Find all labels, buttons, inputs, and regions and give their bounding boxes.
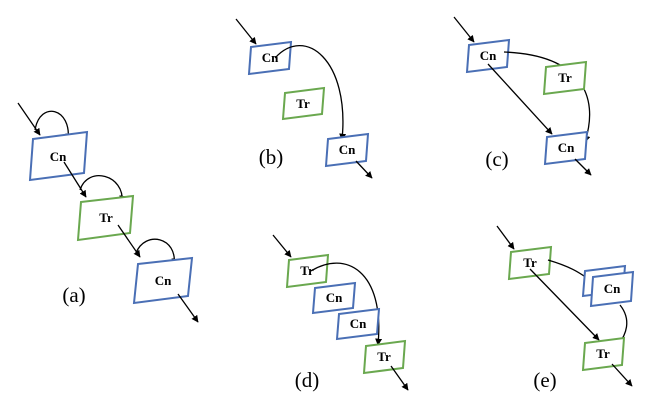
block-cn xyxy=(28,130,89,182)
block-label-tr: Tr xyxy=(558,70,572,85)
flow-arrow xyxy=(63,161,87,198)
block-label-tr: Tr xyxy=(523,255,537,270)
block-label-tr: Tr xyxy=(377,349,391,364)
flow-arrow xyxy=(272,234,292,258)
flow-arrow xyxy=(487,63,553,135)
panel-b: Cn Tr Cn (b) xyxy=(235,18,373,179)
flow-arrow xyxy=(611,363,633,387)
block-tr xyxy=(542,60,588,96)
block-cn xyxy=(465,38,511,74)
panel-e: Tr Cn Tr (e) xyxy=(496,225,635,392)
block-tr xyxy=(76,194,135,242)
block-tr xyxy=(281,86,326,121)
block-label-cn: Cn xyxy=(155,273,172,288)
block-label-cn: Cn xyxy=(350,316,367,331)
block-label-tr: Tr xyxy=(296,96,310,111)
block-label-tr: Tr xyxy=(300,263,314,278)
block-label-cn: Cn xyxy=(262,50,279,65)
panel-label-c: (c) xyxy=(485,147,508,171)
flow-arrow xyxy=(529,268,600,341)
bypass-arrow xyxy=(34,110,73,141)
block-cn xyxy=(324,132,370,168)
block-cn xyxy=(132,256,194,305)
panel-a: Cn Tr Cn (a) xyxy=(17,102,199,323)
panel-label-d: (d) xyxy=(295,368,320,392)
block-label-cn: Cn xyxy=(480,48,497,63)
flow-arrow xyxy=(177,293,199,323)
block-label-tr: Tr xyxy=(596,346,610,361)
block-cn xyxy=(589,270,635,308)
flow-arrow xyxy=(453,16,475,43)
flow-arrow xyxy=(574,158,592,176)
flow-arrow xyxy=(390,365,409,391)
flow-arrow xyxy=(235,18,257,45)
block-label-cn: Cn xyxy=(339,142,356,157)
block-cn xyxy=(311,281,357,315)
block-tr xyxy=(285,253,330,289)
panel-label-b: (b) xyxy=(259,145,284,169)
block-tr xyxy=(507,245,553,281)
panel-label-a: (a) xyxy=(62,283,85,307)
flow-arrow xyxy=(17,102,41,136)
bypass-arrow xyxy=(79,175,127,203)
block-label-cn: Cn xyxy=(558,140,575,155)
block-label-cn: Cn xyxy=(604,281,621,296)
block-cn xyxy=(247,40,293,76)
block-tr xyxy=(362,339,407,375)
flow-arrow xyxy=(496,225,515,250)
block-tr xyxy=(581,336,626,372)
bypass-arrow xyxy=(135,238,179,266)
block-label-cn: Cn xyxy=(326,290,343,305)
block-cn xyxy=(335,307,381,341)
panel-label-e: (e) xyxy=(533,368,556,392)
block-label-tr: Tr xyxy=(99,210,113,225)
flow-arrow xyxy=(355,160,373,179)
bypass-arrow xyxy=(274,45,347,141)
block-cn xyxy=(543,130,589,166)
panel-d: Tr Cn Cn Tr (d) xyxy=(272,234,409,392)
panel-c: Cn Tr Cn (c) xyxy=(453,16,592,176)
block-label-cn: Cn xyxy=(50,149,67,164)
